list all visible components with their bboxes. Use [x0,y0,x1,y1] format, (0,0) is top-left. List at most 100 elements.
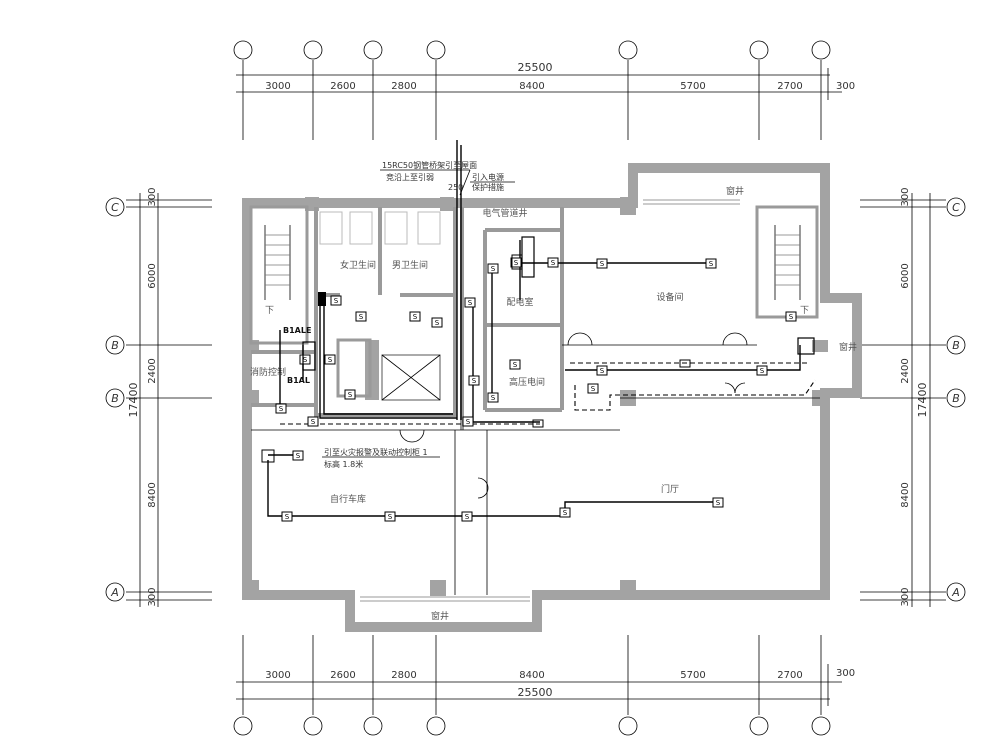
dim-x-bottom-1: 3000 [265,670,290,681]
axis-bubble-right-c: C [946,197,966,217]
svg-text:S: S [491,394,496,402]
svg-text:S: S [465,513,470,521]
axis-label-right-2: B [952,339,960,352]
switch-symbol: S [344,389,356,400]
dim-y-left-3: 2400 [147,358,158,383]
axis-bubble-top-6 [749,40,769,60]
svg-text:S: S [303,356,308,364]
room-label-female-toilet: 女卫生间 [340,259,376,271]
svg-text:S: S [388,513,393,521]
switch-symbol: S [468,375,480,386]
dim-x-bottom-6: 2700 [777,670,802,681]
switch-symbol: S [510,257,522,268]
svg-text:S: S [491,265,496,273]
dim-y-left-1: 300 [147,187,158,206]
dim-y-right-1: 300 [900,187,911,206]
svg-text:S: S [311,418,316,426]
room-label-window-top: 窗井 [726,185,744,197]
svg-text:S: S [334,297,339,305]
axis-bubble-top-3 [363,40,383,60]
exterior-walls [242,163,862,632]
switch-symbol: S [596,365,608,376]
axis-bubble-bottom-4 [426,716,446,736]
svg-text:S: S [472,377,477,385]
axis-label-left-2: B [111,339,119,352]
note-cable-top-4: 保护措施 [472,182,504,192]
switch-symbol: S [461,511,473,522]
top-axis-bubbles [233,40,831,60]
switch-symbol: S [587,383,599,394]
switch-symbol: S [409,311,421,322]
panel-label-b1al: B1AL [287,376,310,385]
switch-symbol: S [712,497,724,508]
right-dimension-lines: 300 6000 2400 8400 300 17400 [860,187,946,607]
svg-text:S: S [285,513,290,521]
switch-symbol: S [330,295,342,306]
switch-symbol: S [431,317,443,328]
note-garage-2: 标高 1.8米 [324,459,363,469]
bottom-axis-bubbles [233,716,831,736]
dim-x-top-4: 8400 [519,81,544,92]
svg-text:S: S [468,299,473,307]
switch-symbol: S [785,311,797,322]
svg-text:S: S [551,259,556,267]
axis-label-left-1: C [111,201,119,214]
svg-text:S: S [760,367,765,375]
dim-y-total-left: 17400 [127,383,140,418]
dim-y-left-4: 8400 [147,482,158,507]
dim-y-right-4: 8400 [900,482,911,507]
dim-x-top-1: 3000 [265,81,290,92]
switch-symbol: S [547,257,559,268]
axis-bubble-top-2 [303,40,323,60]
dim-x-top-7: 300 [836,81,855,92]
dim-x-top-2: 2600 [330,81,355,92]
equipment-labels: B1ALE B1AL [283,326,311,385]
axis-bubble-top-7 [811,40,831,60]
dim-x-bottom-2: 2600 [330,670,355,681]
dim-x-bottom-5: 5700 [680,670,705,681]
switch-symbol: S [281,511,293,522]
axis-bubble-top-4 [426,40,446,60]
axis-bubble-bottom-7 [811,716,831,736]
dim-y-right-5: 300 [900,587,911,606]
top-dimension-lines: 25500 3000 2600 2800 8400 5700 2700 300 [236,60,855,140]
axis-bubble-bottom-5 [618,716,638,736]
stair-down-right: 下 [800,306,809,316]
svg-text:S: S [591,385,596,393]
room-label-hv-room: 高压电间 [509,376,545,388]
dim-y-left-5: 300 [147,587,158,606]
axis-bubble-top-1 [233,40,253,60]
axis-bubble-left-b1: B [105,335,125,355]
dim-x-top-6: 2700 [777,81,802,92]
axis-bubble-right-b: B [946,388,966,408]
axis-bubble-left-b: B [105,388,125,408]
room-label-equip-room: 设备间 [656,291,683,303]
switch-symbol: S [559,507,571,518]
stair-down-left: 下 [265,306,274,316]
room-labels: 电气管道井 设备间 配电室 高压电间 女卫生间 男卫生间 消防控制 自行车库 门… [250,185,857,622]
room-label-male-toilet: 男卫生间 [392,259,428,271]
svg-text:S: S [600,367,605,375]
note-cable-top-3: 引入电源 [472,172,504,182]
switch-symbol: S [307,416,319,427]
room-label-distribution: 配电室 [506,296,533,308]
note-garage-1: 引至火灾报警及联动控制柜 1 [324,447,428,457]
svg-text:S: S [789,313,794,321]
axis-bubble-left-c: C [105,197,125,217]
switch-symbol: S [299,354,311,365]
dim-x-total-bottom: 25500 [518,686,553,699]
switch-symbol: S [324,354,336,365]
switch-symbol: S [275,403,287,414]
axis-label-left-3: B [111,392,119,405]
axis-bubble-bottom-1 [233,716,253,736]
svg-text:S: S [328,356,333,364]
annotation-notes: 15RC50钢管桥架引至屋面 竞沿上至引弱 引入电源 保护措施 250 引至火灾… [322,160,515,469]
dim-x-bottom-7: 300 [836,668,855,679]
room-label-fire-control: 消防控制 [250,366,286,378]
svg-text:S: S [514,259,519,267]
note-cable-top-1: 15RC50钢管桥架引至屋面 [382,160,477,170]
axis-bubble-bottom-2 [303,716,323,736]
axis-bubble-bottom-6 [749,716,769,736]
switch-symbol: S [355,311,367,322]
room-label-garage: 自行车库 [330,493,366,505]
